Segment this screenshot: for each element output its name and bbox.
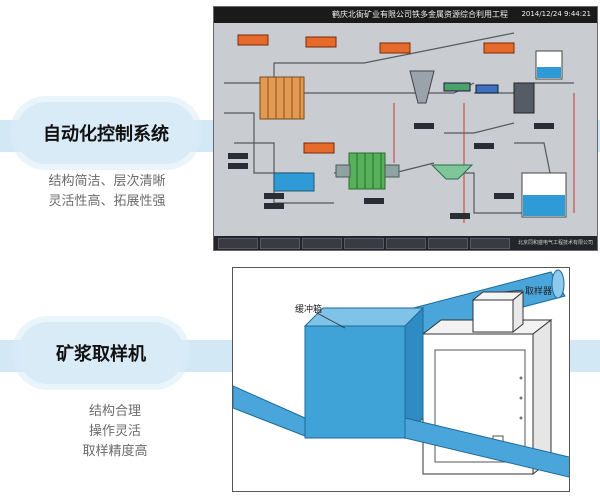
scada-timestamp: 2014/12/24 9:44:21 <box>521 10 591 18</box>
scada-nav-6[interactable] <box>428 238 468 249</box>
scada-nav-4[interactable] <box>344 238 384 249</box>
section1-feature-2: 灵活性高、拓展性强 <box>48 194 166 209</box>
scada-nav-5[interactable] <box>386 238 426 249</box>
scada-nav-2[interactable] <box>260 238 300 249</box>
scada-process-diagram <box>224 32 575 223</box>
section1-title: 自动化控制系统 <box>43 124 169 145</box>
buffer-box-label: 缓冲箱 <box>295 305 323 315</box>
scada-title: 鹤庆北衙矿业有限公司铁多金属资源综合利用工程 <box>332 10 508 19</box>
section2-feature-3: 取样精度高 <box>82 444 148 459</box>
scada-nav-1[interactable] <box>218 238 258 249</box>
section2-features: 结构合理 操作灵活 取样精度高 <box>40 402 190 462</box>
section1-feature-1: 结构简洁、层次清晰 <box>48 174 166 189</box>
scada-nav-3[interactable] <box>302 238 342 249</box>
section1-pill: 自动化控制系统 <box>16 102 196 164</box>
scada-vendor: 北京同和盛电气工程技术有限公司 <box>517 240 593 246</box>
section2-feature-1: 结构合理 <box>88 404 141 419</box>
section2-feature-2: 操作灵活 <box>88 424 141 439</box>
scada-screen: 鹤庆北衙矿业有限公司铁多金属资源综合利用工程 2014/12/24 9:44:2… <box>213 6 598 251</box>
section2-pill: 矿浆取样机 <box>18 322 184 384</box>
section1-features: 结构简洁、层次清晰 灵活性高、拓展性强 <box>14 172 200 212</box>
section2-title: 矿浆取样机 <box>56 344 146 365</box>
scada-titlebar: 鹤庆北衙矿业有限公司铁多金属资源综合利用工程 2014/12/24 9:44:2… <box>214 7 597 23</box>
sampler-illustration <box>233 269 569 478</box>
scada-nav: 北京同和盛电气工程技术有限公司 <box>214 236 597 250</box>
scada-nav-7[interactable] <box>470 238 510 249</box>
sampler-label: 取样器 <box>525 287 553 297</box>
sampler-diagram: 缓冲箱 取样器 <box>232 267 570 492</box>
